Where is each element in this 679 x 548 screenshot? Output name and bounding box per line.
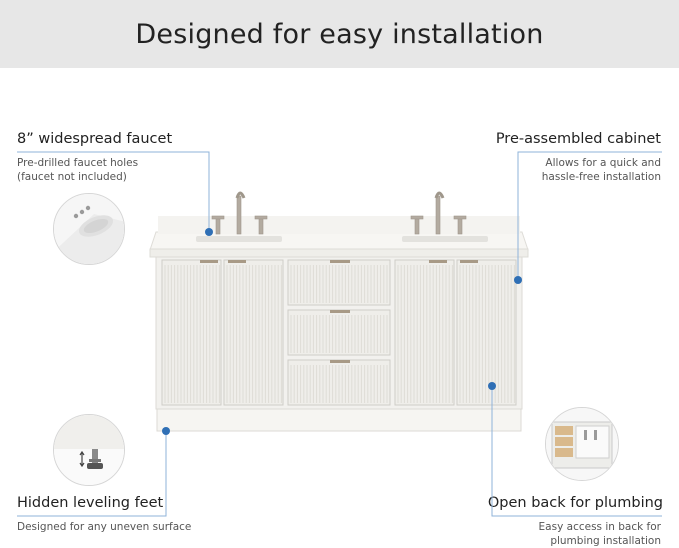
cabinet-feature-title: Pre-assembled cabinet [495,131,661,147]
faucet-feature-title: 8” widespread faucet [17,131,173,147]
faucet-feature-desc: Pre-drilled faucet holes (faucet not inc… [17,157,139,183]
plumbing-marker-dot [488,382,496,390]
feet-callout-line [17,431,167,517]
faucet-right [410,191,467,235]
plumbing-feature-title: Open back for plumbing [487,495,663,511]
feet-marker-dot [162,427,170,435]
cabinet-marker-dot [514,276,522,284]
cabinet-callout-line [517,151,662,280]
faucet-left [211,191,268,235]
header-banner: Designed for easy installation [0,0,679,68]
page-title: Designed for easy installation [135,18,544,50]
open-back-icon [545,407,619,481]
leveling-foot-icon [53,414,125,486]
faucet-callout-line [17,151,210,232]
plumbing-callout-line [491,386,662,517]
faucet-marker-dot [205,228,213,236]
plumbing-feature-desc: Easy access in back for plumbing install… [538,521,661,547]
faucet-holes-icon [53,193,125,265]
feet-feature-desc: Designed for any uneven surface [17,521,192,533]
feet-feature-title: Hidden leveling feet [17,495,164,511]
cabinet-feature-desc: Allows for a quick and hassle-free insta… [541,157,661,183]
